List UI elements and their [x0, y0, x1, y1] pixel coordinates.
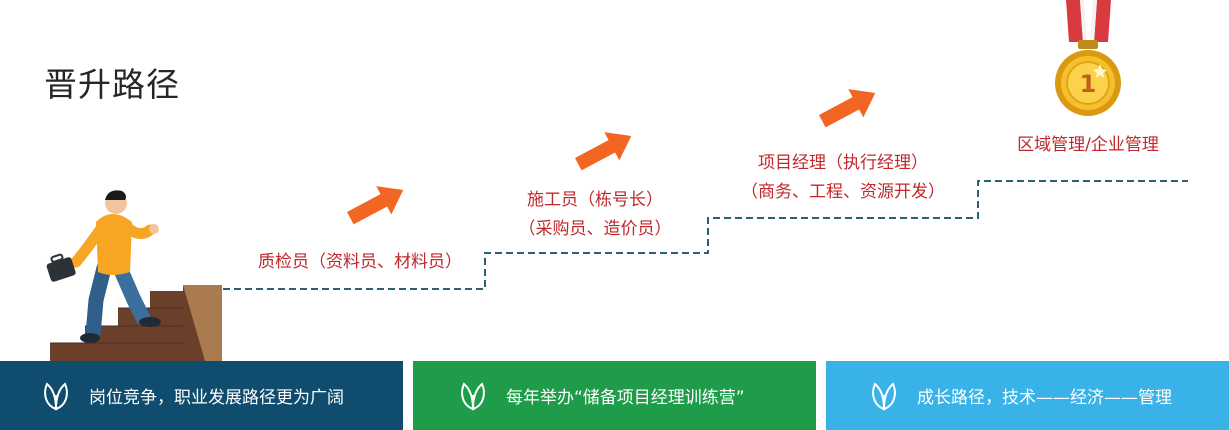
- step-label-line: 施工员（栋号长）: [527, 190, 663, 210]
- step-label-regional-management: 区域管理/企业管理: [990, 131, 1186, 160]
- businessman-illustration: [46, 190, 161, 343]
- step-label-line: （采购员、造价员）: [518, 219, 672, 239]
- step-label-project-manager: 项目经理（执行经理） （商务、工程、资源开发）: [718, 149, 968, 207]
- gold-medal-icon: [1055, 0, 1121, 116]
- page-title: 晋升路径: [44, 65, 180, 104]
- step-label-line: 区域管理/企业管理: [1017, 135, 1159, 155]
- info-bar-growth-path: 成长路径，技术——经济——管理: [826, 361, 1229, 430]
- step-label-line: 质检员（资料员、材料员）: [258, 252, 462, 272]
- step-label-quality-inspector: 质检员（资料员、材料员）: [238, 248, 482, 277]
- arrow-up-icon: [818, 89, 876, 128]
- leaf-icon: [461, 381, 485, 410]
- leaf-icon: [44, 381, 68, 410]
- info-bar-text: 岗位竞争，职业发展路径更为广阔: [89, 388, 344, 408]
- career-path-dashed-line: [223, 180, 1188, 290]
- medal-rank-number: 1: [1080, 70, 1097, 98]
- info-bar-job-competition: 岗位竞争，职业发展路径更为广阔: [0, 361, 403, 430]
- step-label-line: 项目经理（执行经理）: [758, 153, 928, 173]
- info-bar-text: 每年举办“储备项目经理训练营”: [506, 388, 745, 408]
- step-label-construction-worker: 施工员（栋号长） （采购员、造价员）: [490, 186, 700, 244]
- arrow-up-icon: [574, 132, 632, 171]
- leaf-icon: [872, 381, 896, 410]
- info-bar-training-camp: 每年举办“储备项目经理训练营”: [413, 361, 816, 430]
- arrow-up-icon: [346, 186, 404, 225]
- step-label-line: （商务、工程、资源开发）: [741, 182, 945, 202]
- info-bar-text: 成长路径，技术——经济——管理: [917, 388, 1172, 408]
